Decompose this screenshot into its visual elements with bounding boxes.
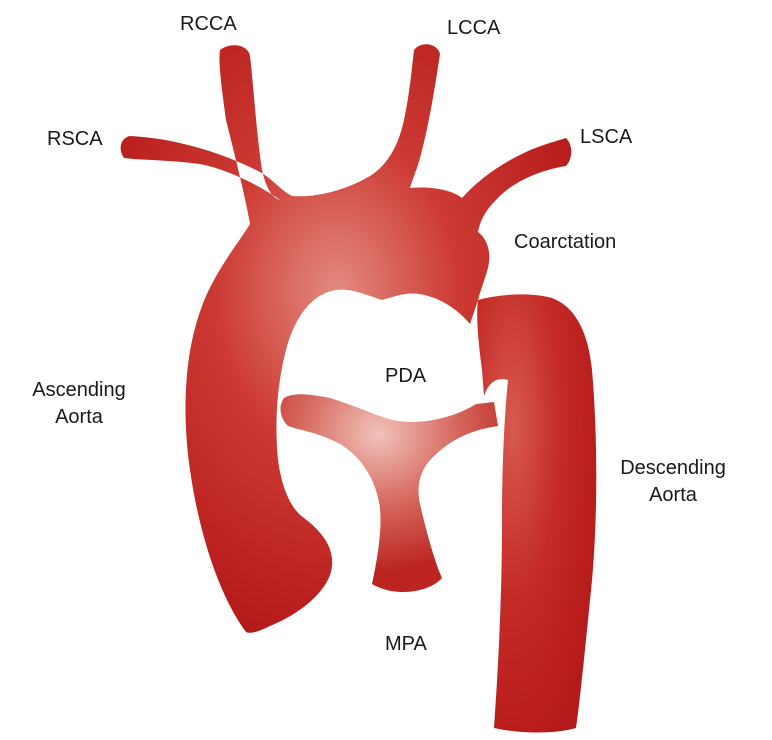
ascending-aorta-label-line2: Aorta	[18, 404, 140, 431]
lcca-label: LCCA	[447, 15, 500, 42]
lsca-label: LSCA	[580, 124, 632, 151]
pda-label: PDA	[385, 363, 426, 390]
descending-aorta-label: Descending Aorta	[618, 455, 728, 509]
coarctation-label: Coarctation	[514, 229, 616, 256]
descending-aorta-shape	[477, 294, 596, 732]
descending-aorta-label-line2: Aorta	[618, 482, 728, 509]
rcca-label: RCCA	[180, 11, 237, 38]
mpa-label: MPA	[385, 631, 427, 658]
rsca-label: RSCA	[47, 126, 103, 153]
ascending-aorta-label: Ascending Aorta	[18, 377, 140, 431]
ascending-aorta-label-line1: Ascending	[18, 377, 140, 404]
descending-aorta-label-line1: Descending	[618, 455, 728, 482]
